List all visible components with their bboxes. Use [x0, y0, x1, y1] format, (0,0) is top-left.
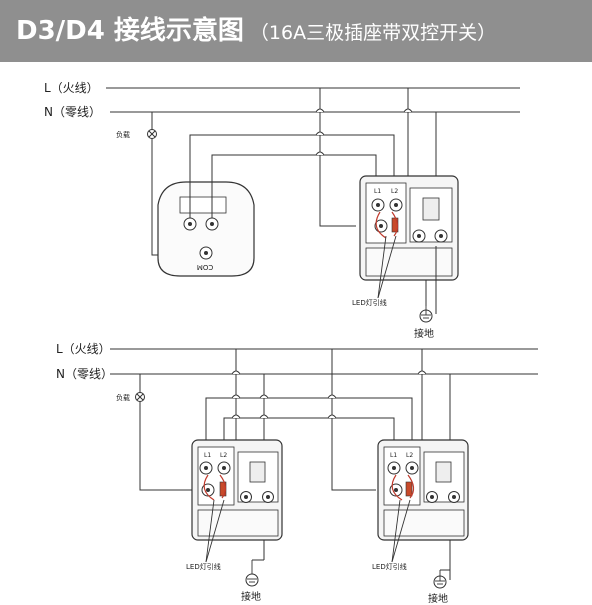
terminal-l2-label: L2 [391, 188, 398, 195]
terminal-l2-label-br: L2 [406, 452, 413, 459]
diagram-top: L（火线） N（零线） 负载 COM [44, 81, 520, 340]
title-main: D3/D4 接线示意图 [16, 16, 244, 46]
live-line-label-bottom: L（火线） [56, 342, 111, 356]
neutral-line-label-bottom: N（零线） [56, 367, 113, 381]
lamp-cross-circle-icon [135, 392, 145, 402]
led-lead-label-bl: LED灯引线 [186, 562, 221, 571]
terminal-l1-label-br: L1 [390, 452, 397, 459]
load-label-bottom: 负载 [116, 393, 130, 402]
live-line-label: L（火线） [44, 81, 99, 95]
lamp-cross-circle-icon [147, 129, 157, 139]
diagram-bottom: L（火线） N（零线） 负载 [56, 342, 538, 605]
terminal-l1-label: L1 [374, 188, 381, 195]
header-banner: D3/D4 接线示意图（16A三极插座带双控开关） [0, 0, 592, 62]
ground-label-bl: 接地 [241, 590, 261, 603]
title-sub: （16A三极插座带双控开关） [249, 22, 497, 44]
terminal-l2-label-bl: L2 [220, 452, 227, 459]
ground-label-br: 接地 [428, 592, 448, 605]
led-lead-label-top: LED灯引线 [352, 298, 387, 307]
load-label: 负载 [116, 130, 130, 139]
neutral-line-label: N（零线） [44, 105, 101, 119]
terminal-l1-label-bl: L1 [204, 452, 211, 459]
round-switch-top: COM [157, 181, 255, 277]
page-title: D3/D4 接线示意图（16A三极插座带双控开关） [16, 13, 496, 49]
ground-symbol-icon [245, 560, 259, 587]
led-lead-label-br: LED灯引线 [372, 562, 407, 571]
socket-module-bottom-left: L1 L2 [191, 439, 283, 541]
com-label: COM [197, 263, 213, 271]
ground-symbol-icon [433, 570, 447, 589]
socket-module-top: L1 L2 [359, 175, 459, 281]
socket-module-bottom-right: L1 L2 [377, 439, 469, 541]
ground-label-top: 接地 [414, 327, 434, 340]
ground-symbol-icon [419, 246, 437, 323]
